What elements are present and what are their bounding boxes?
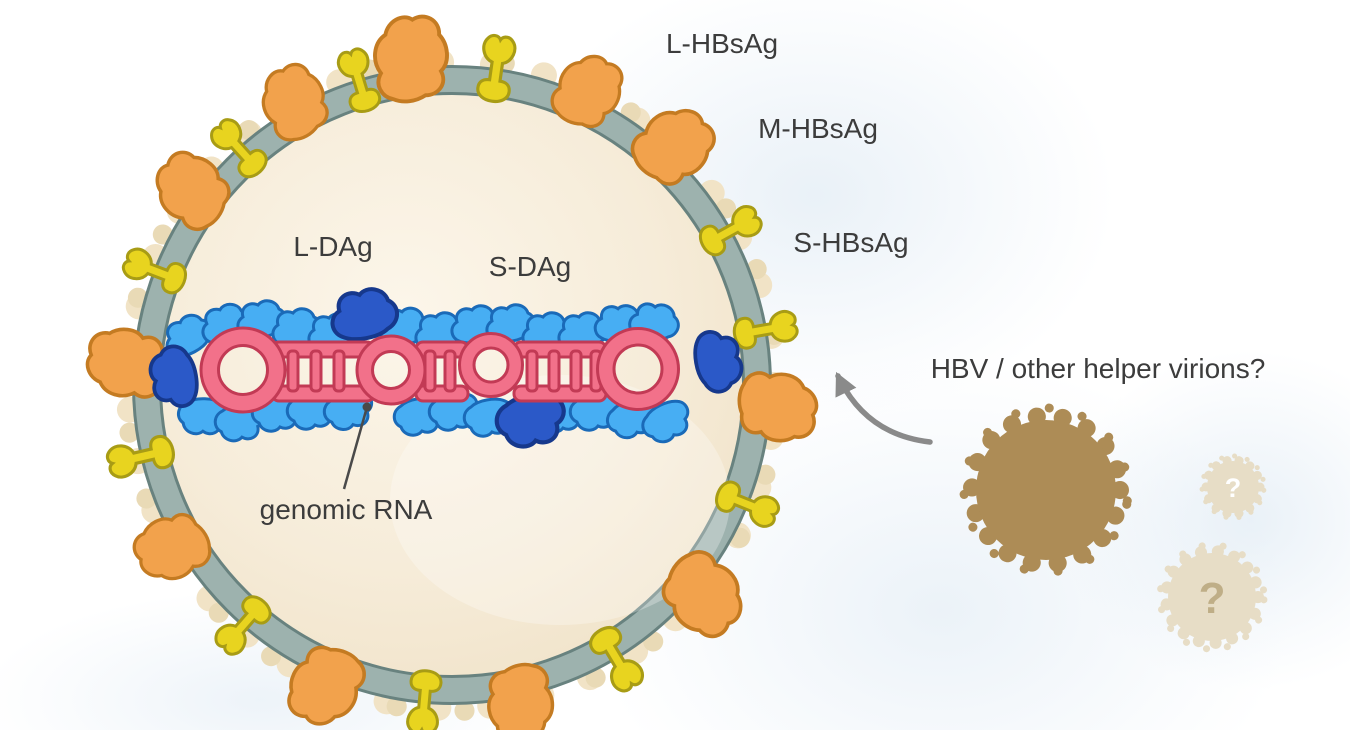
hbv-knob-ring	[959, 403, 1133, 577]
genomic-rna-ribbon	[199, 326, 680, 414]
pointer-dot	[362, 402, 372, 412]
hbv-virion	[959, 403, 1133, 577]
pale-body	[1168, 553, 1256, 641]
rna-loop-edge	[199, 326, 287, 414]
rna-loop	[357, 336, 425, 404]
unknown-helper-virion-small: ?	[1199, 453, 1267, 521]
pale-bump-ring	[1160, 545, 1264, 649]
ldag-blob-top	[332, 289, 397, 339]
rna-loop-edge	[371, 350, 411, 390]
rna-pointer	[342, 402, 372, 490]
rna-loop-edge	[458, 332, 524, 398]
rna-loop	[460, 334, 522, 396]
rna-loop-edge	[355, 334, 427, 406]
rna-loop-edge	[472, 346, 510, 384]
rna-rung	[332, 349, 346, 393]
hbsag-spike-orange	[368, 10, 455, 107]
label-m-hbsag: M-HBsAg	[758, 113, 878, 144]
rna-rung	[443, 349, 457, 393]
question-mark-large: ?	[1199, 574, 1226, 623]
labels: L-HBsAg M-HBsAg S-HBsAg L-DAg S-DAg geno…	[260, 28, 1266, 525]
label-l-dag: L-DAg	[293, 231, 372, 262]
label-l-hbsag: L-HBsAg	[666, 28, 778, 59]
label-genomic-rna: genomic RNA	[260, 494, 433, 525]
rna-rung	[569, 349, 583, 393]
pale-knob-ring	[1156, 541, 1268, 653]
rna-rung	[423, 349, 437, 393]
hbv-bump-ring	[963, 407, 1129, 573]
label-s-hbsag: S-HBsAg	[793, 227, 908, 258]
unknown-helper-virion-large: ?	[1156, 541, 1268, 653]
wash-far-right	[1060, 350, 1350, 690]
helper-arrow	[835, 371, 933, 445]
ldag-blob-left	[148, 344, 199, 408]
ldag-blob-right	[693, 330, 744, 394]
rna-rung	[286, 349, 300, 393]
label-s-dag: S-DAg	[489, 251, 571, 282]
rna-loop	[201, 328, 285, 412]
pale-bump-ring	[1201, 455, 1265, 519]
hbv-body	[976, 420, 1116, 560]
rna-rung	[547, 349, 561, 393]
label-helper-virions: HBV / other helper virions?	[931, 353, 1266, 384]
rna-loop-edge	[596, 327, 680, 411]
rna-loop-edge	[217, 344, 269, 396]
interior-highlight	[390, 375, 730, 625]
pale-knob-ring	[1199, 453, 1267, 521]
rna-loop-edge	[612, 343, 664, 395]
pointer-line	[342, 406, 369, 490]
pale-body	[1207, 461, 1259, 513]
rna-rung	[525, 349, 539, 393]
rna-rung	[309, 349, 323, 393]
rna-loop	[598, 329, 678, 409]
question-mark-small: ?	[1225, 473, 1242, 503]
